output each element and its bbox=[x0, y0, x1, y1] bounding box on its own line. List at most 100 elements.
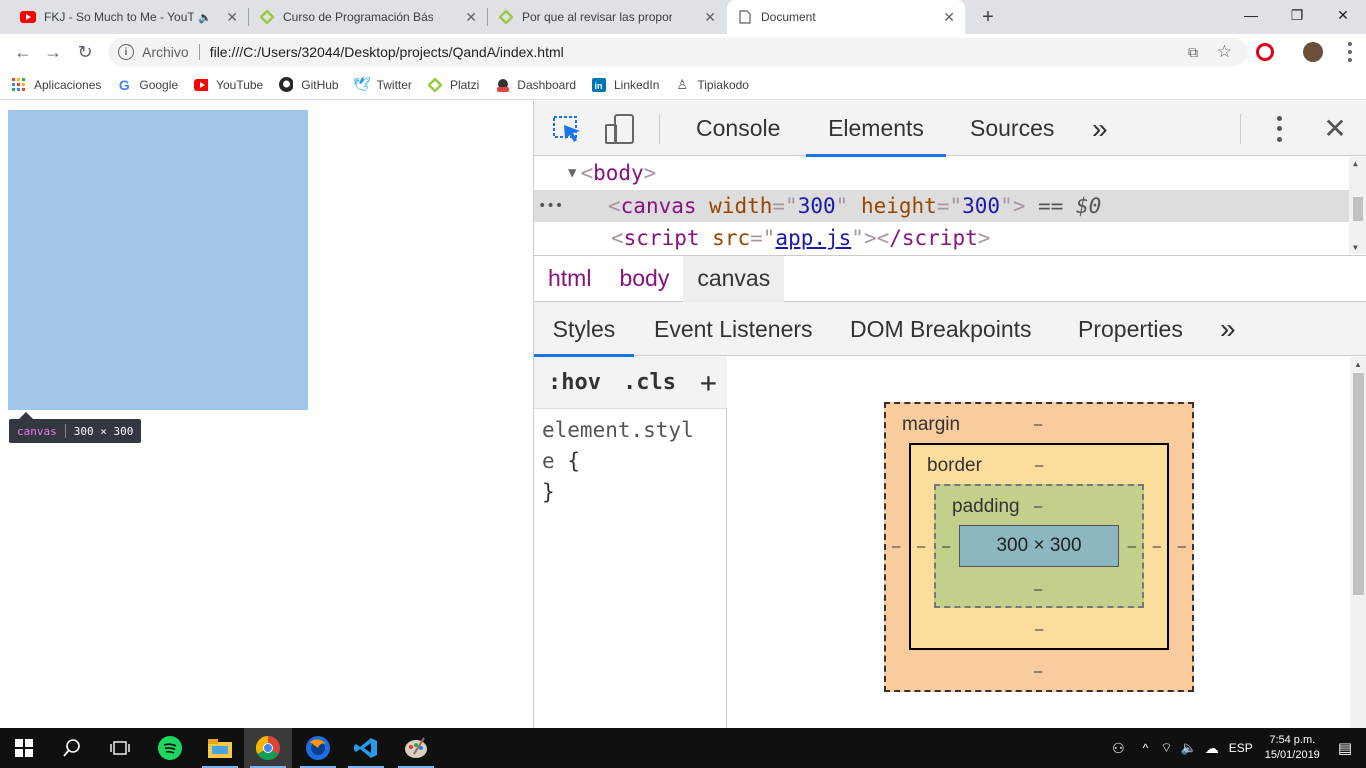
reload-icon[interactable]: ↻ bbox=[77, 41, 93, 62]
breadcrumb-canvas[interactable]: canvas bbox=[683, 255, 785, 302]
dom-node-body[interactable]: ▼ <body> bbox=[568, 161, 657, 185]
cls-toggle[interactable]: .cls bbox=[622, 370, 676, 395]
tag-name: /script bbox=[889, 226, 978, 250]
tab-styles[interactable]: Styles bbox=[534, 302, 634, 357]
restore-button[interactable]: ❐ bbox=[1290, 6, 1304, 23]
tab-dom-breakpoints[interactable]: DOM Breakpoints bbox=[850, 315, 1032, 342]
tab-properties[interactable]: Properties bbox=[1078, 315, 1183, 342]
devtools-menu-icon[interactable] bbox=[1274, 113, 1284, 145]
show-hidden-icons-chevron[interactable]: ^ bbox=[1142, 741, 1149, 755]
dom-scrollbar[interactable]: ▲ ▼ bbox=[1349, 157, 1366, 254]
add-rule-icon[interactable]: + bbox=[699, 366, 717, 399]
avatar[interactable] bbox=[1303, 42, 1323, 62]
close-tab-icon[interactable]: ✕ bbox=[465, 9, 477, 25]
hov-toggle[interactable]: :hov bbox=[548, 370, 601, 395]
tab-platzi-curso[interactable]: Curso de Programación Básica gratis ✕ bbox=[249, 0, 487, 34]
border-top-value: – bbox=[1035, 457, 1044, 474]
more-subtabs-icon[interactable]: » bbox=[1220, 313, 1236, 344]
dom-node-canvas[interactable]: ••• <canvas width="300" height="300"> ==… bbox=[534, 190, 1349, 222]
chrome-icon[interactable] bbox=[244, 728, 292, 768]
styles-scrollbar[interactable]: ▲ bbox=[1350, 357, 1366, 728]
bookmark-label: GitHub bbox=[301, 77, 339, 92]
people-icon[interactable]: ⚇ bbox=[1112, 739, 1125, 756]
dom-node-script[interactable]: <script src="app.js"></script> bbox=[611, 226, 991, 250]
close-tab-icon[interactable]: ✕ bbox=[943, 9, 955, 25]
onedrive-cloud-icon[interactable]: ☁ bbox=[1204, 739, 1219, 756]
device-toolbar-icon[interactable] bbox=[604, 113, 636, 145]
element-style-rule[interactable]: element.styl e { } bbox=[542, 415, 722, 508]
bookmark-aplicaciones[interactable]: Aplicaciones bbox=[12, 77, 101, 92]
action-center-icon[interactable]: ▤ bbox=[1337, 740, 1352, 757]
bookmark-label: Platzi bbox=[449, 77, 480, 92]
more-tabs-icon[interactable]: » bbox=[1092, 112, 1108, 144]
bookmark-label: YouTube bbox=[216, 77, 264, 92]
node-actions-icon[interactable]: ••• bbox=[538, 198, 564, 214]
clock[interactable]: 7:54 p.m. 15/01/2019 bbox=[1265, 733, 1320, 763]
box-margin[interactable]: margin – – – – border – – – – padding – … bbox=[884, 402, 1194, 692]
spotify-icon[interactable] bbox=[146, 728, 194, 768]
close-tab-icon[interactable]: ✕ bbox=[704, 9, 716, 25]
script-src-link[interactable]: app.js bbox=[775, 226, 852, 250]
language-indicator[interactable]: ESP bbox=[1228, 741, 1253, 755]
tab-document[interactable]: Document ✕ bbox=[727, 0, 965, 34]
tab-platzi-proporciones[interactable]: Por que al revisar las proporciones ✕ bbox=[488, 0, 726, 34]
wifi-icon[interactable]: ⌔ bbox=[1160, 740, 1173, 755]
breadcrumb-body[interactable]: body bbox=[619, 265, 670, 291]
tab-elements[interactable]: Elements bbox=[806, 101, 946, 157]
tag-name: body bbox=[593, 161, 644, 185]
url-text[interactable]: file:///C:/Users/32044/Desktop/projects/… bbox=[209, 44, 564, 60]
address-bar[interactable]: i Archivo file:///C:/Users/32044/Desktop… bbox=[108, 38, 1248, 66]
new-tab-button[interactable]: + bbox=[982, 5, 994, 28]
back-arrow-icon[interactable]: ← bbox=[14, 41, 32, 62]
canvas-element-highlight[interactable] bbox=[8, 110, 308, 410]
volume-icon[interactable]: 🔈 bbox=[1180, 740, 1197, 755]
bookmark-platzi[interactable]: Platzi bbox=[427, 77, 480, 92]
page-viewport: canvas 300 × 300 bbox=[0, 101, 533, 728]
bookmark-youtube[interactable]: YouTube bbox=[194, 78, 263, 92]
tab-console[interactable]: Console bbox=[696, 115, 781, 141]
tab-sources[interactable]: Sources bbox=[970, 115, 1055, 141]
minimize-button[interactable]: — bbox=[1244, 7, 1258, 23]
rule-open-brace: { bbox=[567, 449, 580, 473]
opera-icon[interactable] bbox=[1256, 43, 1274, 61]
tab-title: Curso de Programación Básica gratis bbox=[283, 10, 433, 24]
star-icon[interactable]: ☆ bbox=[1216, 42, 1232, 61]
box-padding[interactable]: padding – – – – 300 × 300 bbox=[934, 484, 1144, 608]
translate-icon[interactable]: ⧉ bbox=[1188, 43, 1198, 60]
bookmark-label: Tipiakodo bbox=[697, 77, 749, 92]
box-border[interactable]: border – – – – padding – – – – 300 × 300 bbox=[909, 443, 1169, 650]
search-icon[interactable] bbox=[48, 728, 96, 768]
bookmark-github[interactable]: GitHub bbox=[279, 77, 339, 92]
forward-arrow-icon[interactable]: → bbox=[44, 41, 62, 62]
rule-close-brace: } bbox=[542, 480, 555, 504]
bookmark-label: Dashboard bbox=[517, 77, 576, 92]
vscode-icon[interactable] bbox=[342, 728, 390, 768]
tab-youtube[interactable]: FKJ - So Much to Me - YouTube 🔈 ✕ bbox=[10, 0, 248, 34]
speaker-icon[interactable]: 🔈 bbox=[198, 11, 212, 24]
youtube-icon bbox=[20, 9, 36, 25]
close-window-button[interactable]: ✕ bbox=[1337, 6, 1349, 23]
bookmark-twitter[interactable]: 🕊Twitter bbox=[353, 76, 412, 92]
tab-event-listeners[interactable]: Event Listeners bbox=[654, 315, 813, 342]
firefox-icon[interactable] bbox=[294, 728, 342, 768]
attr-name: height bbox=[860, 194, 937, 218]
box-content[interactable]: 300 × 300 bbox=[959, 525, 1119, 567]
breadcrumb-html[interactable]: html bbox=[548, 265, 592, 291]
windows-start-icon[interactable] bbox=[0, 728, 48, 768]
close-devtools-icon[interactable]: ✕ bbox=[1323, 112, 1347, 144]
tag-name: script bbox=[623, 226, 700, 250]
info-icon[interactable]: i bbox=[118, 44, 134, 60]
bookmark-tipiakodo[interactable]: ♙Tipiakodo bbox=[675, 77, 749, 92]
task-view-icon[interactable] bbox=[96, 728, 144, 768]
menu-kebab-icon[interactable] bbox=[1340, 40, 1360, 64]
bookmark-dashboard[interactable]: Dashboard bbox=[495, 78, 576, 92]
tooltip-tag: canvas bbox=[17, 424, 57, 438]
expand-triangle-icon[interactable]: ▼ bbox=[568, 165, 577, 181]
file-explorer-icon[interactable] bbox=[196, 728, 244, 768]
close-tab-icon[interactable]: ✕ bbox=[226, 9, 238, 25]
inspect-element-icon[interactable] bbox=[552, 113, 584, 145]
paint-icon[interactable] bbox=[392, 728, 440, 768]
breadcrumb: html body canvas bbox=[534, 255, 1366, 302]
